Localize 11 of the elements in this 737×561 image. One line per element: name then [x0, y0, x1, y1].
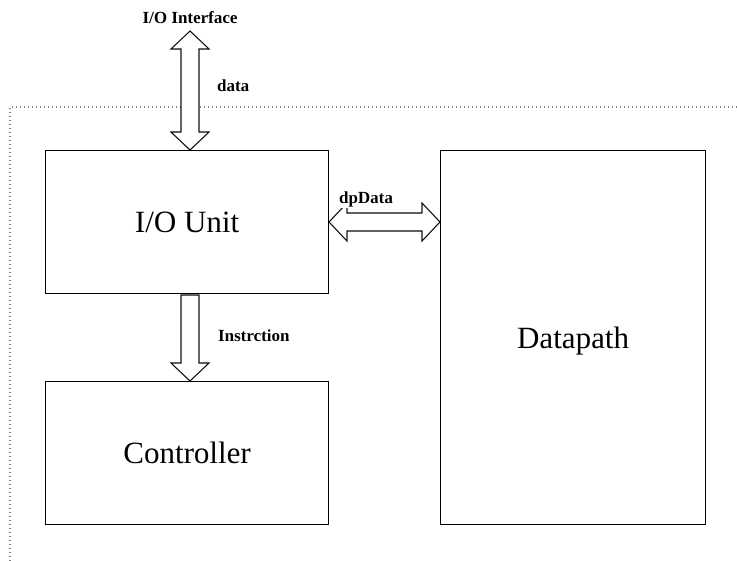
- block-box: [45, 150, 329, 294]
- block-box: [440, 150, 706, 525]
- edge-label: dpData: [338, 188, 394, 208]
- block-title: I/O Unit: [134, 204, 240, 240]
- hollow-block-arrow: [170, 30, 210, 151]
- block-title: Datapath: [517, 320, 629, 356]
- block-title: Controller: [123, 435, 251, 471]
- block-box: [45, 381, 329, 525]
- hollow-block-arrow: [328, 202, 441, 242]
- interface-label: I/O Interface: [135, 6, 245, 30]
- hollow-block-arrow: [170, 294, 210, 382]
